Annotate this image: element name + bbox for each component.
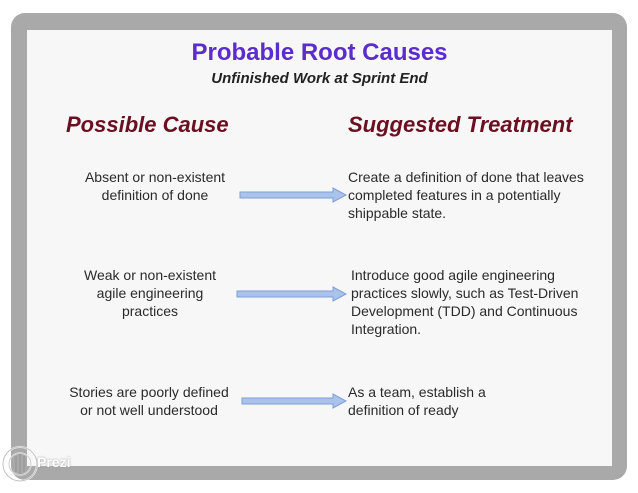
slide-title: Probable Root Causes bbox=[191, 39, 448, 66]
cause-3: Stories are poorly defined or not well u… bbox=[51, 383, 247, 419]
treatment-1-line-1: Create a definition of done that leaves bbox=[348, 169, 584, 185]
arrow-3 bbox=[241, 393, 348, 409]
slide-subtitle: Unfinished Work at Sprint End bbox=[211, 70, 428, 87]
cause-1-line-2: definition of done bbox=[101, 187, 209, 203]
prezi-logo-icon bbox=[2, 446, 38, 482]
slide: Probable Root Causes Unfinished Work at … bbox=[27, 30, 612, 466]
arrow-2 bbox=[236, 286, 348, 302]
treatment-3-line-2: definition of ready bbox=[348, 402, 459, 418]
treatment-2-line-4: Integration. bbox=[351, 321, 422, 337]
cause-3-line-1: Stories are poorly defined bbox=[69, 384, 229, 400]
header-suggested-treatment: Suggested Treatment bbox=[348, 112, 573, 137]
cause-2: Weak or non-existent agile engineering p… bbox=[46, 266, 254, 320]
treatment-2-line-3: Development (TDD) and Continuous bbox=[351, 303, 578, 319]
cause-2-line-2: agile engineering bbox=[96, 285, 204, 301]
arrow-1 bbox=[239, 187, 348, 203]
prezi-watermark-label: Prezi bbox=[37, 454, 71, 470]
treatment-2: Introduce good agile engineering practic… bbox=[351, 266, 612, 338]
treatment-1: Create a definition of done that leaves … bbox=[348, 168, 612, 222]
header-possible-cause: Possible Cause bbox=[66, 112, 229, 137]
cause-1-line-1: Absent or non-existent bbox=[84, 169, 226, 185]
cause-1: Absent or non-existent definition of don… bbox=[51, 168, 259, 204]
treatment-2-line-1: Introduce good agile engineering bbox=[351, 267, 555, 283]
treatment-3: As a team, establish a definition of rea… bbox=[348, 383, 612, 419]
treatment-3-line-1: As a team, establish a bbox=[348, 384, 486, 400]
cause-2-line-1: Weak or non-existent bbox=[83, 267, 217, 283]
treatment-1-line-2: completed features in a potentially bbox=[348, 187, 561, 203]
cause-3-line-2: or not well understood bbox=[80, 402, 218, 418]
treatment-1-line-3: shippable state. bbox=[348, 205, 447, 221]
treatment-2-line-2: practices slowly, such as Test-Driven bbox=[351, 285, 579, 301]
cause-2-line-3: practices bbox=[121, 303, 179, 319]
